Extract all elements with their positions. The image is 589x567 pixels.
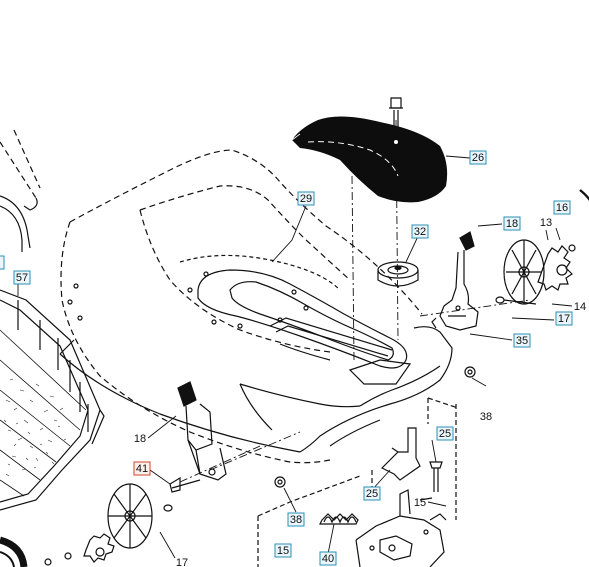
front-housing <box>59 326 453 453</box>
transmission <box>355 489 447 567</box>
spring-40 <box>319 513 359 525</box>
callout-26: 26 <box>469 150 487 165</box>
height-lever-right <box>431 231 479 331</box>
svg-text:57: 57 <box>16 272 28 284</box>
callout-25-bolt: 25 <box>436 426 454 441</box>
svg-text:26: 26 <box>472 152 484 164</box>
callout-18-lower: 18 <box>134 433 146 445</box>
callout-41: 41 <box>133 461 151 476</box>
callout-38-lower: 38 <box>287 512 305 527</box>
callout-32: 32 <box>411 224 429 239</box>
svg-text:38: 38 <box>480 411 492 423</box>
svg-text:25: 25 <box>439 428 451 440</box>
callout-13: 13 <box>540 217 552 229</box>
drive-belt <box>197 269 408 369</box>
svg-text:17: 17 <box>176 557 188 567</box>
callout-25-bracket: 25 <box>363 486 381 501</box>
svg-text:16: 16 <box>556 202 568 214</box>
pulley <box>377 261 419 287</box>
callout-14: 14 <box>574 301 586 313</box>
engine-cover-26 <box>291 116 448 203</box>
svg-text:25: 25 <box>366 488 378 500</box>
wheel-right <box>495 189 589 305</box>
callout-57: 57 <box>13 270 31 285</box>
svg-text:13: 13 <box>540 217 552 229</box>
svg-text:32: 32 <box>414 226 426 238</box>
belt-cover-plate <box>348 359 412 385</box>
callout-18-upper: 18 <box>503 216 521 231</box>
deck-bolt-holes <box>67 271 309 329</box>
washer-38-right <box>464 366 476 378</box>
leader-lines <box>17 155 573 559</box>
height-lever-left <box>169 381 227 493</box>
grass-bag <box>0 289 105 511</box>
callout-15-lower: 15 <box>274 543 292 558</box>
wheel-left <box>0 483 173 567</box>
svg-text:14: 14 <box>574 301 586 313</box>
svg-text:15: 15 <box>277 545 289 557</box>
bolt-26 <box>429 461 443 492</box>
svg-text:18: 18 <box>506 218 518 230</box>
callout-labels: 26 29 32 18 13 16 14 17 35 <box>13 150 586 567</box>
svg-text:41: 41 <box>136 463 148 475</box>
callout-15-right: 15 <box>414 497 426 509</box>
svg-text:40: 40 <box>322 553 334 565</box>
callout-35: 35 <box>513 333 531 348</box>
callout-16: 16 <box>553 200 571 215</box>
motor-frame <box>257 397 459 567</box>
svg-text:35: 35 <box>516 335 528 347</box>
callout-40: 40 <box>319 551 337 566</box>
callout-38-right: 38 <box>480 411 492 423</box>
svg-text:18: 18 <box>134 433 146 445</box>
svg-text:15: 15 <box>414 497 426 509</box>
svg-text:17: 17 <box>558 313 570 325</box>
svg-text:38: 38 <box>290 514 302 526</box>
bracket-25 <box>380 427 421 481</box>
svg-text:29: 29 <box>300 193 312 205</box>
deck-housing <box>60 149 423 464</box>
callout-17-upper: 17 <box>555 311 573 326</box>
callout-edge-left <box>0 255 5 270</box>
callout-17-lower: 17 <box>176 557 188 567</box>
callout-29: 29 <box>297 191 315 206</box>
washer-38-lower <box>274 476 286 488</box>
handle-upper <box>0 129 41 252</box>
